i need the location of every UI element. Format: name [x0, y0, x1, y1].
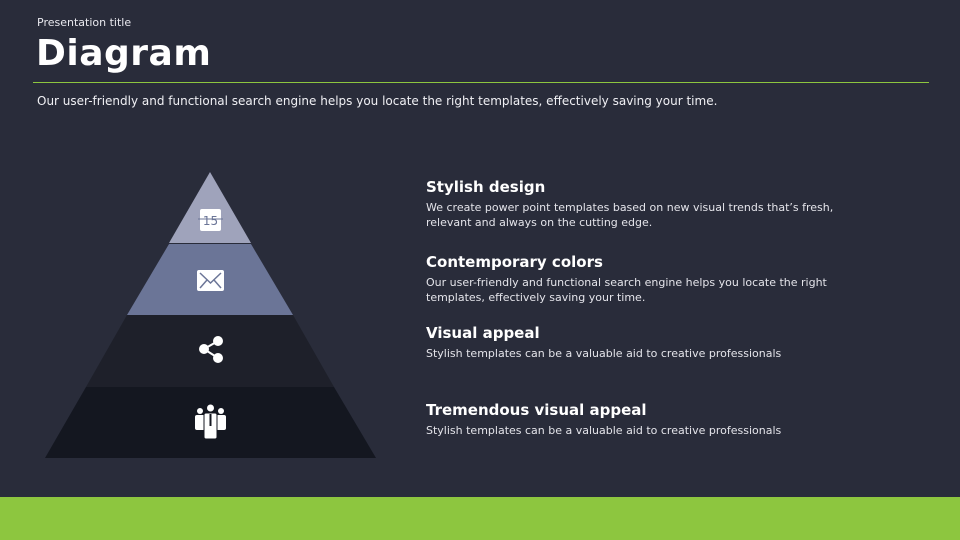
pyramid-layer-1: [169, 172, 251, 243]
list-item: Stylish design We create power point tem…: [426, 178, 846, 230]
title-divider: [33, 82, 929, 83]
calendar-icon: 15: [198, 209, 223, 231]
pyramid-layer-3: [86, 315, 334, 387]
share-icon: [199, 336, 223, 363]
list-item: Contemporary colors Our user-friendly an…: [426, 253, 846, 305]
item-text: Stylish templates can be a valuable aid …: [426, 424, 782, 437]
item-text: Stylish templates can be a valuable aid …: [426, 347, 782, 360]
item-title: Stylish design: [426, 178, 546, 196]
item-title: Visual appeal: [426, 324, 540, 342]
presentation-title: Presentation title: [37, 16, 132, 29]
item-text: We create power point templates based on…: [426, 201, 834, 229]
page-title: Diagram: [36, 33, 212, 74]
calendar-day: 15: [203, 214, 218, 228]
item-title: Tremendous visual appeal: [426, 401, 647, 419]
item-text: Our user-friendly and functional search …: [426, 276, 827, 304]
subtitle: Our user-friendly and functional search …: [37, 94, 718, 108]
list-item: Visual appeal Stylish templates can be a…: [426, 324, 846, 361]
item-title: Contemporary colors: [426, 253, 603, 271]
list-item: Tremendous visual appeal Stylish templat…: [426, 401, 846, 438]
footer-bar: [0, 497, 960, 540]
team-icon: [195, 404, 226, 440]
mail-icon: [197, 270, 224, 291]
